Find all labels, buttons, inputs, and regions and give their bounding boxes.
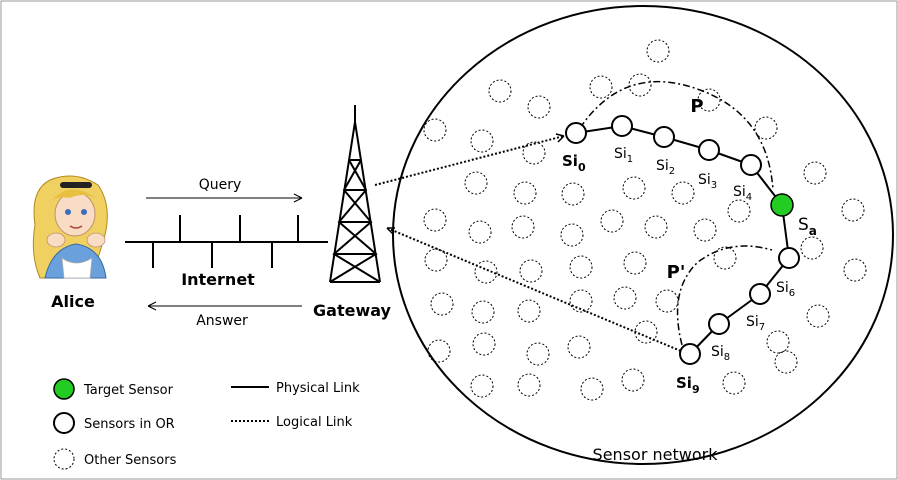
other-sensor-node bbox=[766, 330, 790, 354]
other-sensor-node bbox=[526, 342, 550, 366]
node-label-si1: Si1 bbox=[614, 146, 633, 165]
path-p-prime-curve bbox=[676, 245, 773, 346]
node-label-si3: Si3 bbox=[698, 172, 717, 191]
other-sensor-node bbox=[517, 373, 541, 397]
other-sensor-node bbox=[517, 299, 541, 323]
other-sensor-node bbox=[560, 223, 584, 247]
other-sensor-node bbox=[423, 118, 447, 142]
other-sensor-node bbox=[470, 374, 494, 398]
node-label-si8: Si8 bbox=[711, 344, 730, 363]
other-sensor-node bbox=[727, 199, 751, 223]
other-sensor-node bbox=[569, 289, 593, 313]
legend-logical-link-label: Logical Link bbox=[276, 415, 353, 430]
other-sensor-node bbox=[841, 198, 865, 222]
other-sensor-node bbox=[474, 260, 498, 284]
path-p-label: P bbox=[690, 96, 703, 117]
node-label-si7: Si7 bbox=[746, 314, 765, 333]
other-sensor-node bbox=[519, 259, 543, 283]
internet-label: Internet bbox=[181, 270, 255, 289]
other-sensor-node bbox=[722, 371, 746, 395]
path-p-prime-label: P' bbox=[667, 262, 686, 283]
other-sensor-node bbox=[843, 258, 867, 282]
legend-target-sensor-swatch bbox=[53, 378, 75, 400]
other-sensor-node bbox=[430, 292, 454, 316]
other-sensor-node bbox=[646, 39, 670, 63]
other-sensor-node bbox=[713, 246, 737, 270]
other-sensor-node bbox=[621, 368, 645, 392]
node-label-si2: Si2 bbox=[656, 158, 675, 177]
legend-physical-link-label: Physical Link bbox=[276, 381, 360, 396]
alice-label: Alice bbox=[51, 292, 95, 311]
other-sensor-node bbox=[488, 79, 512, 103]
node-label-si6: Si6 bbox=[776, 280, 795, 299]
legend-sensors-in-or-label: Sensors in OR bbox=[84, 417, 175, 432]
logical-link-gateway-si0 bbox=[374, 133, 565, 186]
internet-bus bbox=[125, 215, 328, 268]
other-sensor-node bbox=[655, 289, 679, 313]
alice-avatar bbox=[32, 175, 108, 279]
other-sensor-node bbox=[644, 215, 668, 239]
target-sensor-label: Sa bbox=[798, 215, 817, 238]
target-sensor-node bbox=[770, 193, 794, 217]
other-sensor-node bbox=[803, 161, 827, 185]
query-label: Query bbox=[199, 177, 242, 193]
other-sensor-node bbox=[567, 335, 591, 359]
legend-other-sensors-label: Other Sensors bbox=[84, 453, 177, 468]
node-label-si4: Si4 bbox=[733, 184, 752, 203]
other-sensor-node bbox=[589, 75, 613, 99]
legend: Target Sensor Sensors in OR Other Sensor… bbox=[53, 378, 360, 470]
other-sensor-node bbox=[800, 236, 824, 260]
other-sensor-node bbox=[806, 304, 830, 328]
path-p-curve bbox=[579, 80, 774, 191]
other-sensor-node bbox=[522, 141, 546, 165]
other-sensor-node bbox=[628, 73, 652, 97]
other-sensor-node bbox=[464, 171, 488, 195]
gateway-label: Gateway bbox=[313, 301, 392, 320]
other-sensor-node bbox=[424, 248, 448, 272]
other-sensor-node bbox=[613, 286, 637, 310]
other-sensor-node bbox=[423, 208, 447, 232]
other-sensors bbox=[423, 39, 867, 401]
other-sensor-node bbox=[569, 255, 593, 279]
other-sensor-node bbox=[774, 350, 798, 374]
legend-target-sensor-label: Target Sensor bbox=[83, 383, 174, 398]
node-label-si9: Si9 bbox=[676, 374, 700, 396]
other-sensor-node bbox=[527, 95, 551, 119]
other-sensor-node bbox=[427, 339, 451, 363]
sensor-network-label: Sensor network bbox=[593, 445, 719, 464]
other-sensor-node bbox=[622, 176, 646, 200]
other-sensor-node bbox=[671, 181, 695, 205]
other-sensor-node bbox=[468, 220, 492, 244]
legend-other-sensors-swatch bbox=[53, 448, 75, 470]
other-sensor-node bbox=[623, 251, 647, 275]
other-sensor-node bbox=[511, 215, 535, 239]
logical-link-si9-gateway bbox=[386, 227, 689, 355]
other-sensor-node bbox=[754, 116, 778, 140]
other-sensor-node bbox=[470, 129, 494, 153]
other-sensor-node bbox=[472, 332, 496, 356]
other-sensor-node bbox=[600, 209, 624, 233]
other-sensor-node bbox=[580, 377, 604, 401]
answer-label: Answer bbox=[196, 313, 248, 329]
other-sensor-node bbox=[693, 218, 717, 242]
other-sensor-node bbox=[697, 88, 721, 112]
other-sensor-node bbox=[513, 181, 537, 205]
node-label-si0: Si0 bbox=[562, 152, 586, 174]
gateway-tower bbox=[329, 105, 381, 283]
legend-sensors-in-or-swatch bbox=[53, 412, 75, 434]
query-arrow bbox=[146, 193, 303, 203]
sensor-network-boundary bbox=[392, 5, 894, 465]
other-sensor-node bbox=[634, 320, 658, 344]
answer-arrow bbox=[147, 301, 302, 311]
other-sensor-node bbox=[471, 300, 495, 324]
other-sensor-node bbox=[561, 182, 585, 206]
path-sensor-nodes bbox=[565, 115, 800, 365]
